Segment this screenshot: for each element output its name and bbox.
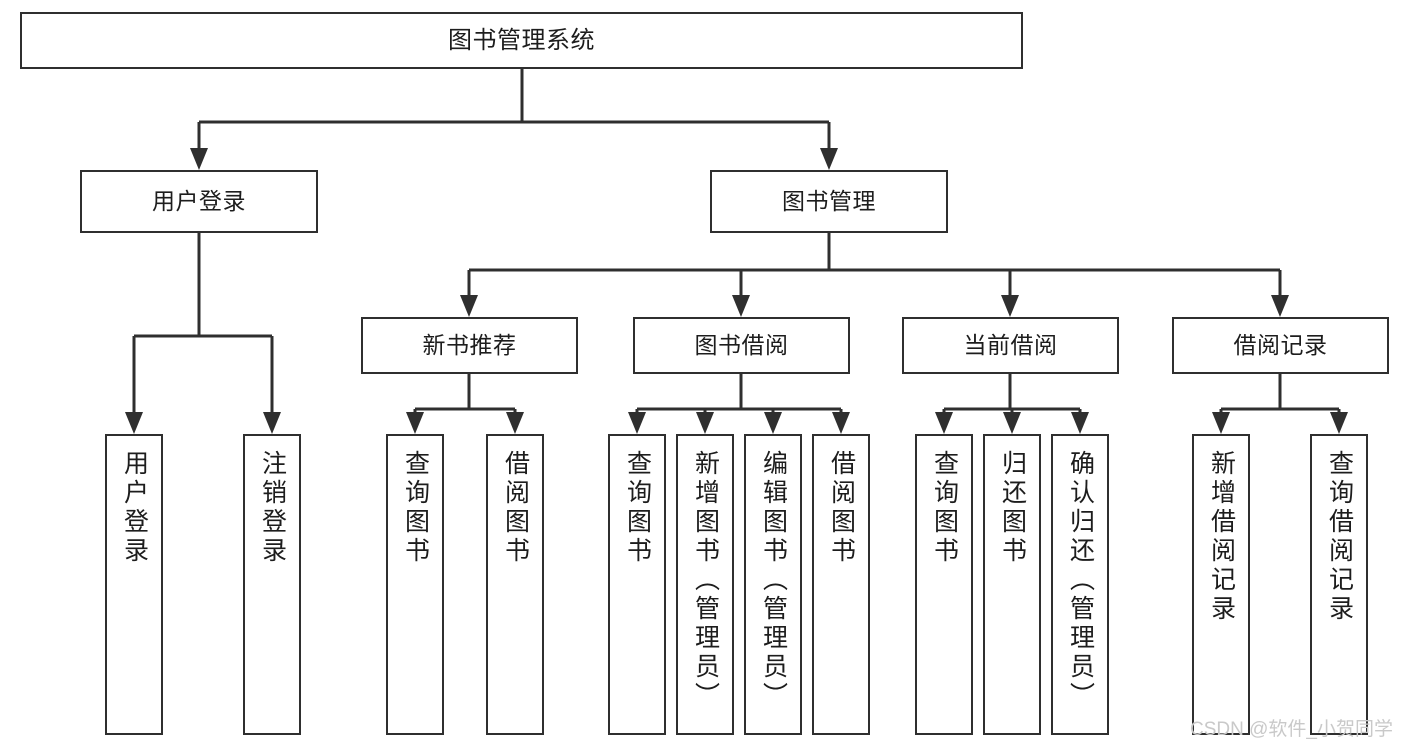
edge-arrowhead-l2-borrow-0 <box>628 412 646 434</box>
node-l3-c3[interactable]: 编辑图书（管理员） <box>744 434 802 735</box>
edge-arrowhead-l1-books-0 <box>460 295 478 317</box>
node-label: 注销登录 <box>258 450 287 566</box>
edge-arrowhead-l2-borrow-3 <box>832 412 850 434</box>
node-l3-e1[interactable]: 新增借阅记录 <box>1192 434 1250 735</box>
node-l3-b2[interactable]: 借阅图书 <box>486 434 544 735</box>
node-label: 新书推荐 <box>422 332 517 359</box>
node-l3-e2[interactable]: 查询借阅记录 <box>1310 434 1368 735</box>
node-label: 编辑图书（管理员） <box>759 450 788 711</box>
node-label: 用户登录 <box>120 450 149 566</box>
edge-arrowhead-root-0 <box>190 148 208 170</box>
node-label: 查询图书 <box>401 450 430 566</box>
node-l3-b1[interactable]: 查询图书 <box>386 434 444 735</box>
node-label: 借阅图书 <box>501 450 530 566</box>
edge-arrowhead-l2-new-0 <box>406 412 424 434</box>
node-l3-d1[interactable]: 查询图书 <box>915 434 973 735</box>
node-l3-a1[interactable]: 用户登录 <box>105 434 163 735</box>
edge-arrowhead-l1-books-1 <box>732 295 750 317</box>
edge-arrowhead-l2-borrow-2 <box>764 412 782 434</box>
node-label: 借阅记录 <box>1233 332 1328 359</box>
node-label: 新增借阅记录 <box>1207 450 1236 624</box>
node-l2-new[interactable]: 新书推荐 <box>361 317 578 374</box>
node-l2-record[interactable]: 借阅记录 <box>1172 317 1389 374</box>
node-label: 查询图书 <box>930 450 959 566</box>
node-l1-login[interactable]: 用户登录 <box>80 170 318 233</box>
node-root[interactable]: 图书管理系统 <box>20 12 1023 69</box>
node-l3-c4[interactable]: 借阅图书 <box>812 434 870 735</box>
node-l3-c1[interactable]: 查询图书 <box>608 434 666 735</box>
node-l3-d3[interactable]: 确认归还（管理员） <box>1051 434 1109 735</box>
node-label: 查询图书 <box>623 450 652 566</box>
node-label: 图书借阅 <box>694 332 789 359</box>
edge-arrowhead-l2-borrow-1 <box>696 412 714 434</box>
edge-arrowhead-l2-record-1 <box>1330 412 1348 434</box>
edge-arrowhead-l2-current-2 <box>1071 412 1089 434</box>
edge-arrowhead-l2-record-0 <box>1212 412 1230 434</box>
node-l3-d2[interactable]: 归还图书 <box>983 434 1041 735</box>
node-label: 查询借阅记录 <box>1325 450 1354 624</box>
node-label: 图书管理系统 <box>448 26 595 54</box>
node-l3-a2[interactable]: 注销登录 <box>243 434 301 735</box>
node-label: 确认归还（管理员） <box>1066 450 1095 711</box>
node-l3-c2[interactable]: 新增图书（管理员） <box>676 434 734 735</box>
node-label: 新增图书（管理员） <box>691 450 720 711</box>
edge-arrowhead-root-1 <box>820 148 838 170</box>
node-label: 用户登录 <box>152 188 246 215</box>
node-label: 图书管理 <box>782 188 876 215</box>
edge-arrowhead-l2-current-0 <box>935 412 953 434</box>
edge-arrowhead-l1-books-3 <box>1271 295 1289 317</box>
edge-arrowhead-l2-new-1 <box>506 412 524 434</box>
node-l2-borrow[interactable]: 图书借阅 <box>633 317 850 374</box>
node-label: 归还图书 <box>998 450 1027 566</box>
node-l1-books[interactable]: 图书管理 <box>710 170 948 233</box>
node-label: 借阅图书 <box>827 450 856 566</box>
edge-arrowhead-l1-login-0 <box>125 412 143 434</box>
csdn-watermark: CSDN @软件_小贺同学 <box>1190 719 1393 740</box>
edge-arrowhead-l1-login-1 <box>263 412 281 434</box>
edge-arrowhead-l1-books-2 <box>1001 295 1019 317</box>
edge-arrowhead-l2-current-1 <box>1003 412 1021 434</box>
node-l2-current[interactable]: 当前借阅 <box>902 317 1119 374</box>
node-label: 当前借阅 <box>963 332 1058 359</box>
